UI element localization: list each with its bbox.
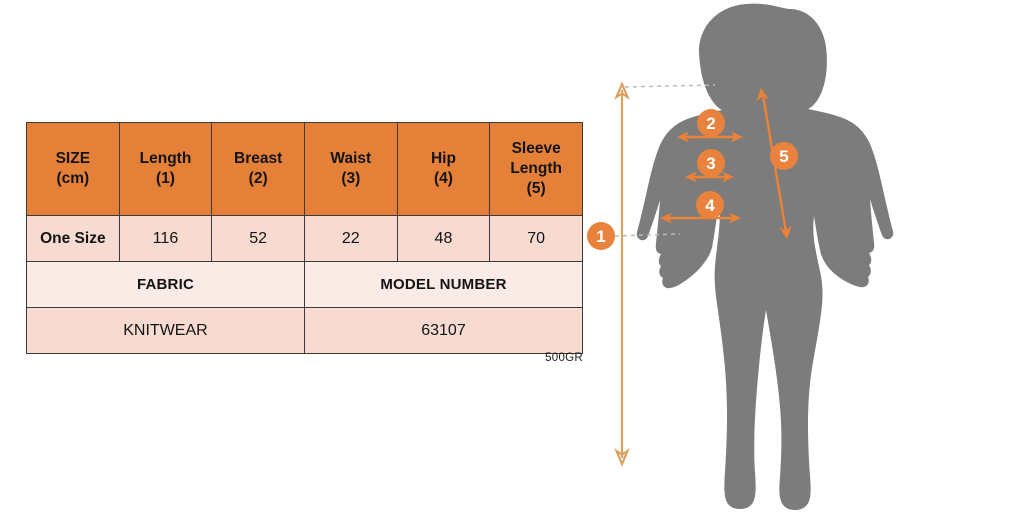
measurement-arrow-waist: [685, 171, 734, 183]
bottom-reference-dashed-line: [614, 233, 681, 237]
top-reference-dashed-line: [624, 84, 716, 88]
size-chart-table-container: SIZE (cm) Length (1) Breast (2) Waist (3…: [26, 122, 584, 354]
column-header-size: SIZE (cm): [26, 122, 120, 216]
marker-2-label: 2: [706, 114, 715, 133]
column-header-waist-line2: (3): [341, 170, 361, 187]
marker-4-label: 4: [705, 196, 715, 215]
column-header-waist: Waist (3): [303, 122, 398, 216]
column-header-size-line2: (cm): [56, 170, 90, 187]
column-header-length-line2: (1): [156, 170, 175, 187]
fabric-header: FABRIC: [26, 261, 305, 308]
cell-waist: 22: [303, 215, 398, 262]
cell-breast: 52: [211, 215, 305, 262]
table-header-row: SIZE (cm) Length (1) Breast (2) Waist (3…: [26, 122, 583, 216]
measurement-marker-1: 1: [587, 222, 615, 250]
cell-length: 116: [118, 215, 213, 262]
column-header-hip: Hip (4): [396, 122, 491, 216]
column-header-length-line1: Length: [139, 150, 192, 168]
marker-5-label: 5: [779, 147, 788, 166]
female-body-silhouette-icon: [636, 3, 894, 510]
column-header-breast-line1: Breast: [234, 150, 283, 168]
measurement-figure-panel: 1 2 3 4 5: [580, 0, 1024, 532]
column-header-sleeve-length-line1: Sleeve Length: [510, 140, 562, 178]
column-header-breast: Breast (2): [211, 122, 305, 216]
marker-1-label: 1: [596, 227, 605, 246]
marker-3-label: 3: [706, 154, 715, 173]
marker-4-circle: [696, 191, 724, 219]
column-header-hip-line1: Hip: [430, 150, 456, 168]
measurement-arrow-length: [614, 81, 630, 467]
measurement-marker-4: 4: [696, 191, 724, 219]
measurement-marker-5: 5: [770, 142, 798, 170]
column-header-size-line1: SIZE: [55, 150, 91, 168]
marker-5-circle: [770, 142, 798, 170]
table-subheader-row: FABRIC MODEL NUMBER: [26, 261, 584, 308]
column-header-sleeve-length: Sleeve Length (5): [489, 122, 583, 216]
measurement-arrow-hip: [660, 212, 741, 224]
column-header-waist-line1: Waist: [330, 150, 372, 168]
column-header-length: Length (1): [118, 122, 213, 216]
column-header-sleeve-length-line2: (5): [526, 179, 546, 197]
column-header-breast-line2: (2): [248, 170, 268, 187]
weight-note: 500GR: [545, 352, 583, 364]
table-subdata-row: KNITWEAR 63107: [26, 307, 584, 354]
cell-sleeve-length: 70: [489, 215, 583, 262]
marker-1-circle: [587, 222, 615, 250]
measurement-diagram-svg: 1 2 3 4 5: [587, 3, 894, 510]
column-header-hip-line2: (4): [433, 170, 453, 187]
cell-hip: 48: [396, 215, 491, 262]
measurement-marker-3: 3: [697, 149, 725, 177]
marker-3-circle: [697, 149, 725, 177]
model-number-value: 63107: [303, 307, 584, 354]
table-row: One Size 116 52 22 48 70: [26, 215, 583, 262]
measurement-arrow-breast: [677, 131, 743, 143]
measurement-marker-2: 2: [697, 109, 725, 137]
fabric-value: KNITWEAR: [26, 307, 305, 354]
model-number-header: MODEL NUMBER: [303, 261, 584, 308]
marker-2-circle: [697, 109, 725, 137]
cell-size: One Size: [26, 215, 120, 262]
size-chart-table: SIZE (cm) Length (1) Breast (2) Waist (3…: [26, 122, 584, 354]
